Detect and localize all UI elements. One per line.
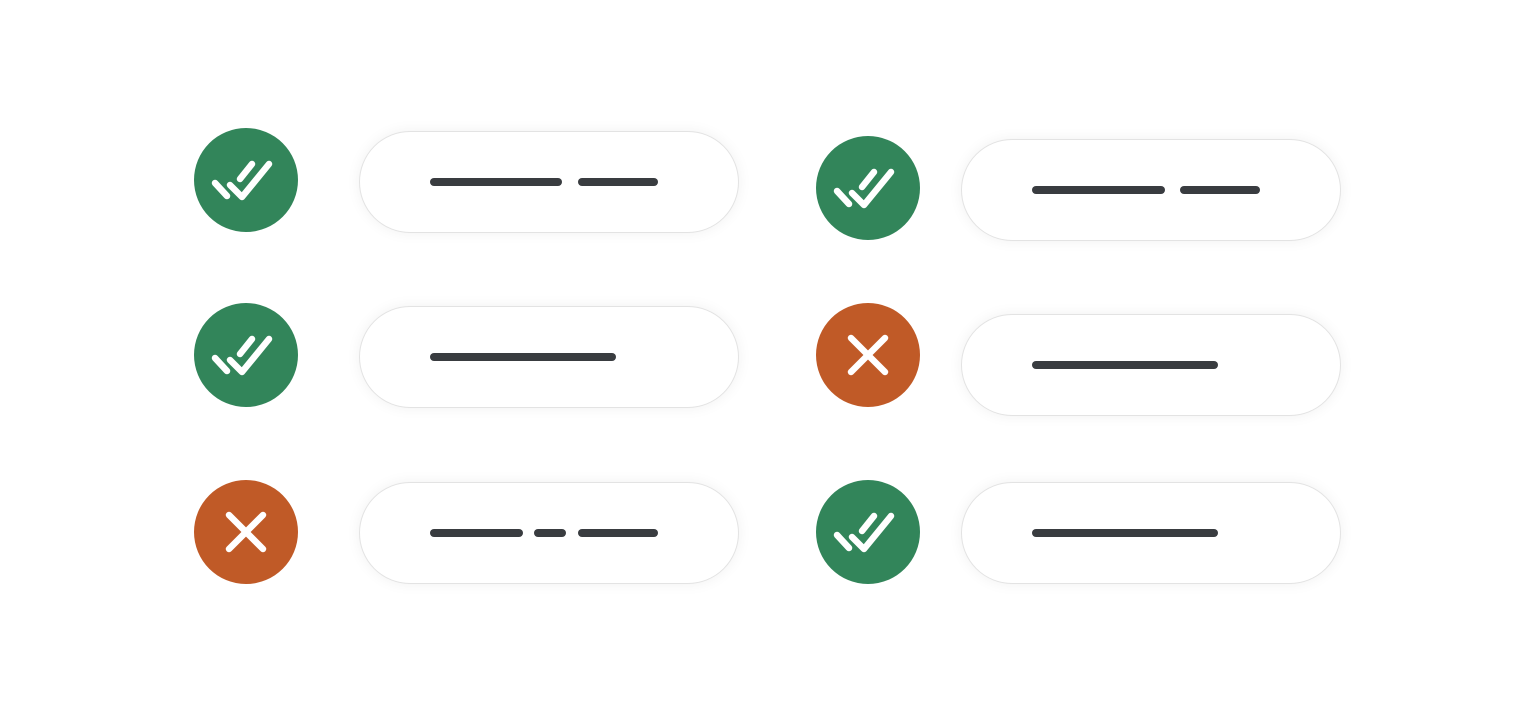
placeholder-line [1180,186,1260,194]
placeholder-pill [359,482,739,584]
placeholder-line [1032,186,1165,194]
double-check-icon [211,335,273,376]
placeholder-line [430,353,616,361]
placeholder-line [534,529,566,537]
success-status-badge [194,128,298,232]
placeholder-pill [359,131,739,233]
close-icon [225,511,267,553]
placeholder-pill [961,482,1341,584]
failure-status-badge [194,480,298,584]
success-status-badge [816,480,920,584]
placeholder-pill [359,306,739,408]
placeholder-pill [961,139,1341,241]
placeholder-line [1032,529,1218,537]
close-icon [847,334,889,376]
placeholder-line [1032,361,1218,369]
double-check-icon [833,512,895,553]
success-status-badge [194,303,298,407]
placeholder-pill [961,314,1341,416]
placeholder-line [430,529,523,537]
placeholder-line [430,178,562,186]
double-check-icon [211,160,273,201]
success-status-badge [816,136,920,240]
failure-status-badge [816,303,920,407]
double-check-icon [833,168,895,209]
placeholder-line [578,178,658,186]
placeholder-line [578,529,658,537]
